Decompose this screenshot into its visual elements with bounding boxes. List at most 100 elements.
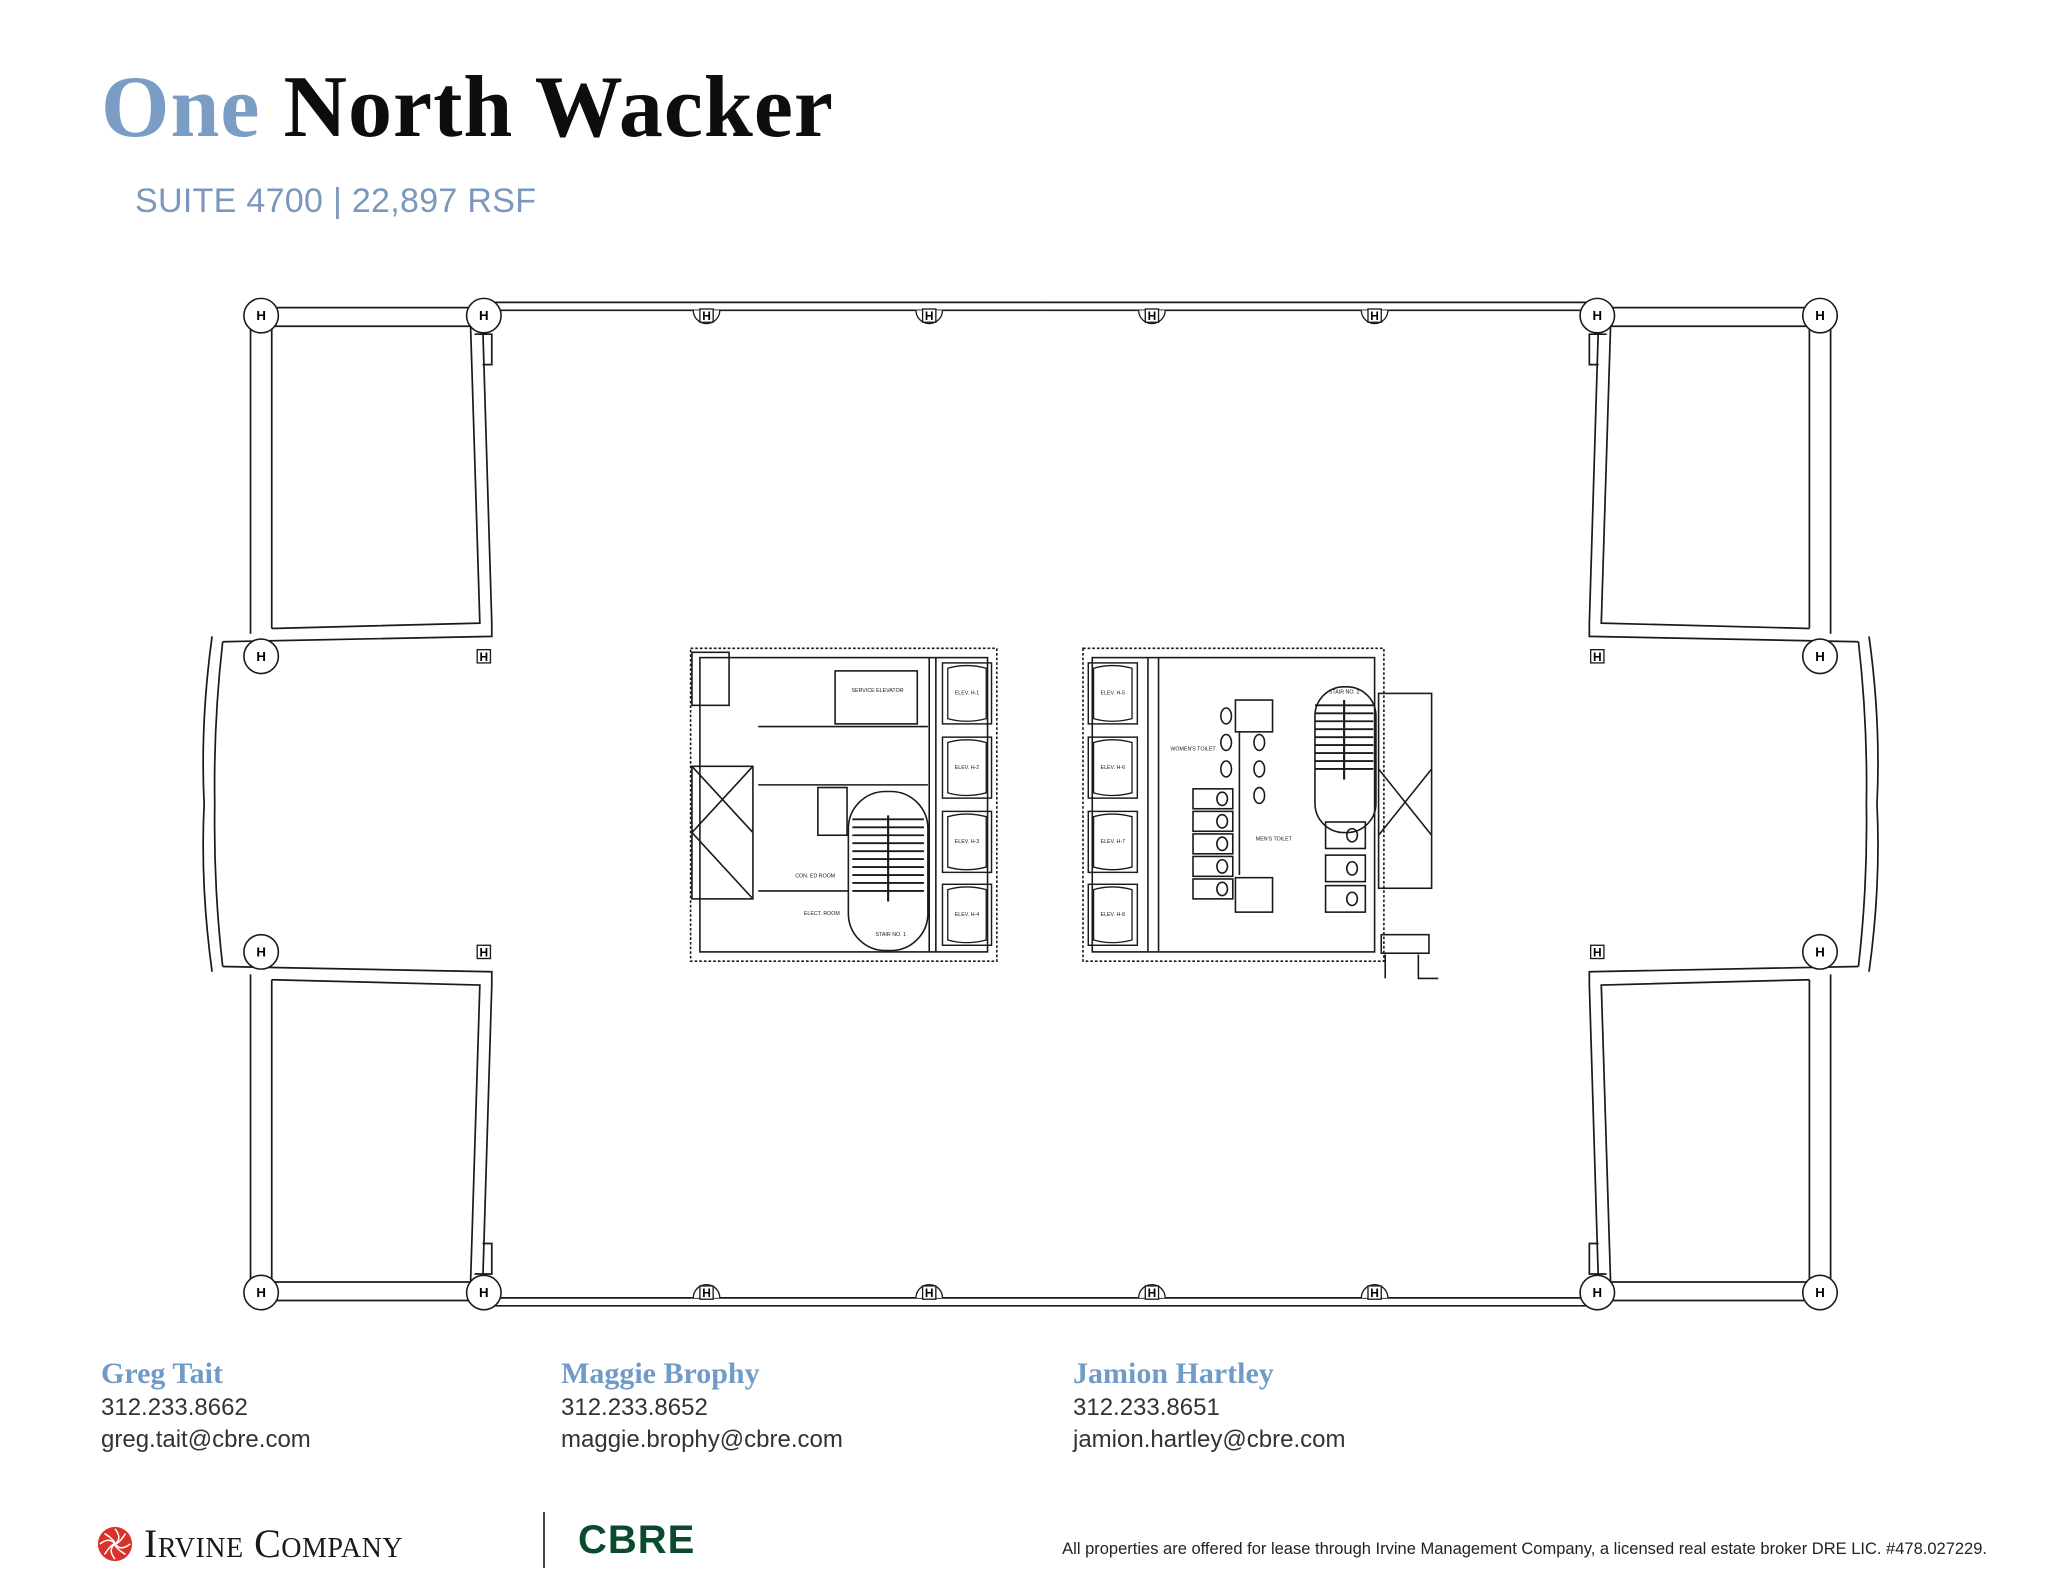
column-marker: H bbox=[1590, 944, 1605, 960]
svg-text:ELEV. H-1: ELEV. H-1 bbox=[955, 691, 980, 697]
svg-text:H: H bbox=[1148, 1286, 1157, 1300]
logo-divider bbox=[543, 1512, 545, 1568]
contact-card: Greg Tait 312.233.8662 greg.tait@cbre.co… bbox=[101, 1356, 311, 1456]
toilet-stall bbox=[1192, 878, 1234, 900]
contact-card: Jamion Hartley 312.233.8651 jamion.hartl… bbox=[1073, 1356, 1345, 1456]
contact-email[interactable]: maggie.brophy@cbre.com bbox=[561, 1426, 843, 1453]
cbre-logo: CBRE bbox=[578, 1518, 696, 1562]
column-marker: H bbox=[1801, 297, 1839, 334]
svg-text:ELEV. H-2: ELEV. H-2 bbox=[955, 765, 980, 771]
room-label: MEN'S TOILET bbox=[1256, 837, 1293, 843]
sink-icon bbox=[1253, 786, 1266, 805]
toilet-icon bbox=[1216, 858, 1229, 874]
elevator: ELEV. H-5 bbox=[1087, 662, 1139, 725]
contact-email[interactable]: jamion.hartley@cbre.com bbox=[1073, 1426, 1346, 1453]
suite-subtitle: SUITE 4700 | 22,897 RSF bbox=[135, 182, 537, 220]
core-left bbox=[689, 647, 998, 962]
irvine-company-wordmark: Irvine Company bbox=[144, 1521, 404, 1566]
column-marker: H bbox=[1590, 649, 1605, 664]
sink-icon bbox=[1253, 733, 1266, 752]
svg-text:H: H bbox=[925, 1286, 934, 1300]
svg-text:H: H bbox=[1815, 649, 1825, 664]
sink-icon bbox=[1220, 733, 1233, 752]
column-marker: H bbox=[1801, 638, 1839, 675]
elevator: ELEV. H-4 bbox=[941, 883, 993, 946]
elevator: ELEV. H-1 bbox=[941, 662, 993, 725]
column-marker: H bbox=[1579, 297, 1616, 334]
contact-email[interactable]: greg.tait@cbre.com bbox=[101, 1426, 311, 1453]
svg-text:ELEV. H-8: ELEV. H-8 bbox=[1101, 912, 1126, 918]
room-label: STAIR NO. 2 bbox=[1329, 689, 1360, 695]
irvine-company-logo: Irvine Company bbox=[96, 1520, 403, 1567]
room-label: STAIR NO. 1 bbox=[876, 932, 907, 938]
svg-text:H: H bbox=[1593, 650, 1602, 664]
elevator: ELEV. H-6 bbox=[1087, 736, 1139, 799]
column-marker: H bbox=[1360, 1283, 1389, 1300]
sink-icon bbox=[1220, 760, 1233, 778]
svg-text:H: H bbox=[1815, 945, 1825, 960]
column-marker: H bbox=[465, 297, 502, 334]
toilet-stall bbox=[1192, 855, 1234, 878]
column-marker: H bbox=[1360, 308, 1389, 325]
legal-disclaimer: All properties are offered for lease thr… bbox=[1062, 1540, 1987, 1558]
room-label: WOMEN'S TOILET bbox=[1170, 746, 1216, 752]
contact-phone[interactable]: 312.233.8662 bbox=[101, 1394, 248, 1421]
toilet-icon bbox=[1345, 827, 1359, 843]
column-marker: H bbox=[1137, 1283, 1166, 1300]
elevator: ELEV. H-2 bbox=[941, 736, 993, 799]
core-right bbox=[1082, 647, 1439, 980]
svg-text:H: H bbox=[256, 308, 266, 323]
column-marker: H bbox=[1801, 1274, 1839, 1311]
contact-name: Greg Tait bbox=[101, 1357, 223, 1390]
svg-text:H: H bbox=[480, 946, 489, 960]
contact-card: Maggie Brophy 312.233.8652 maggie.brophy… bbox=[561, 1356, 843, 1456]
svg-text:H: H bbox=[256, 945, 266, 960]
title-accent: One bbox=[101, 59, 261, 156]
svg-text:H: H bbox=[1370, 1286, 1379, 1300]
svg-text:ELEV. H-7: ELEV. H-7 bbox=[1101, 839, 1126, 845]
toilet-icon bbox=[1345, 860, 1359, 876]
svg-text:ELEV. H-5: ELEV. H-5 bbox=[1101, 691, 1126, 697]
svg-text:H: H bbox=[1815, 1285, 1825, 1300]
column-marker: H bbox=[243, 638, 280, 675]
toilet-icon bbox=[1216, 813, 1229, 829]
contact-phone[interactable]: 312.233.8652 bbox=[561, 1394, 708, 1421]
elevator: ELEV. H-3 bbox=[941, 810, 993, 874]
room-label: CON. ED ROOM bbox=[795, 874, 835, 880]
svg-text:H: H bbox=[256, 649, 266, 664]
svg-text:ELEV. H-6: ELEV. H-6 bbox=[1101, 765, 1126, 771]
svg-text:H: H bbox=[925, 309, 934, 323]
svg-text:H: H bbox=[1148, 309, 1157, 323]
toilet-icon bbox=[1345, 891, 1359, 907]
sink-icon bbox=[1253, 760, 1266, 778]
contact-phone[interactable]: 312.233.8651 bbox=[1073, 1394, 1220, 1421]
svg-text:H: H bbox=[1593, 1285, 1603, 1300]
column-marker: H bbox=[915, 308, 944, 325]
contact-name: Jamion Hartley bbox=[1073, 1357, 1274, 1390]
irvine-flower-icon bbox=[97, 1526, 133, 1561]
svg-text:H: H bbox=[702, 309, 711, 323]
svg-text:H: H bbox=[1370, 309, 1379, 323]
column-marker: H bbox=[1137, 308, 1166, 325]
toilet-stall bbox=[1324, 854, 1367, 883]
column-marker: H bbox=[692, 1283, 721, 1300]
column-marker: H bbox=[243, 297, 280, 334]
toilet-stall bbox=[1324, 821, 1367, 850]
toilet-icon bbox=[1216, 791, 1229, 807]
column-marker: H bbox=[476, 649, 492, 664]
column-marker: H bbox=[243, 933, 280, 970]
svg-text:H: H bbox=[1815, 308, 1825, 323]
column-marker: H bbox=[465, 1274, 502, 1311]
svg-text:H: H bbox=[479, 1285, 489, 1300]
sink-icon bbox=[1220, 707, 1233, 725]
svg-text:ELEV. H-4: ELEV. H-4 bbox=[955, 912, 980, 918]
building-title: One North Wacker bbox=[101, 64, 834, 152]
column-marker: H bbox=[1579, 1274, 1616, 1311]
svg-text:H: H bbox=[702, 1286, 711, 1300]
title-main: North Wacker bbox=[283, 59, 834, 156]
